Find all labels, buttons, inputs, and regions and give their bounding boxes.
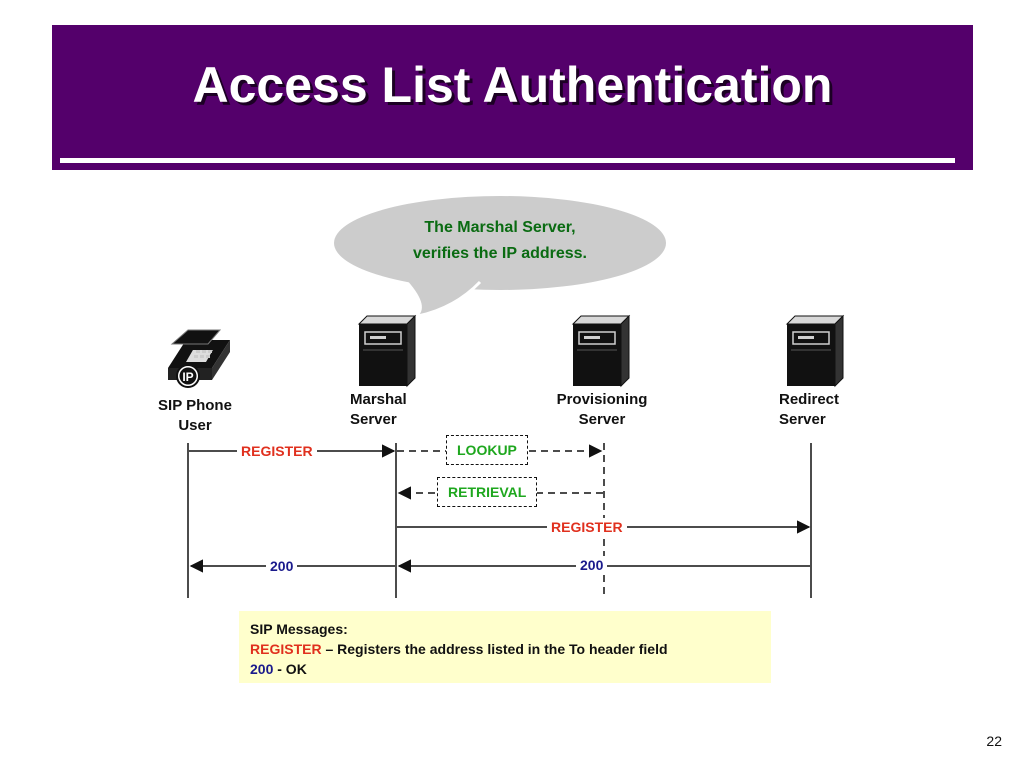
callout-line-1: The Marshal Server, <box>424 219 576 236</box>
redirect-server-label: Redirect Server <box>779 390 839 430</box>
redirect-label-line-2: Server <box>779 411 826 428</box>
legend-register-term: REGISTER <box>250 641 322 657</box>
page-number: 22 <box>986 733 1002 749</box>
legend-ok-desc: - OK <box>273 661 307 677</box>
msg-lookup: LOOKUP <box>446 435 528 465</box>
callout-text: The Marshal Server, verifies the IP addr… <box>350 215 650 267</box>
title-banner: Access List Authentication <box>52 25 973 170</box>
marshal-label-line-1: Marshal <box>350 391 407 408</box>
phone-label-line-1: SIP Phone <box>158 397 232 414</box>
msg-200-redirect: 200 <box>576 556 608 574</box>
phone-label: SIP Phone User <box>153 396 237 436</box>
provisioning-label-line-1: Provisioning <box>556 391 648 408</box>
callout-line-2: verifies the IP address. <box>412 245 587 262</box>
ip-badge-text: IP <box>182 370 193 384</box>
msg-register-1: REGISTER <box>237 442 317 460</box>
provisioning-server-icon <box>572 315 630 387</box>
sip-messages-legend: SIP Messages: REGISTER – Registers the a… <box>239 611 771 683</box>
redirect-server-icon <box>786 315 844 387</box>
redirect-label-line-1: Redirect <box>779 391 840 408</box>
legend-ok-term: 200 <box>250 661 274 677</box>
msg-retrieval: RETRIEVAL <box>437 477 538 507</box>
legend-register-row: REGISTER – Registers the address listed … <box>250 639 760 659</box>
provisioning-server-label: Provisioning Server <box>548 390 656 430</box>
msg-200-phone: 200 <box>266 557 298 575</box>
msg-register-2: REGISTER <box>547 518 627 536</box>
marshal-label-line-2: Server <box>350 411 397 428</box>
callout-bubble <box>334 196 666 318</box>
title-underline <box>60 158 955 163</box>
provisioning-label-line-2: Server <box>578 411 626 428</box>
slide-title: Access List Authentication <box>192 57 833 113</box>
phone-label-line-2: User <box>178 417 212 434</box>
legend-heading: SIP Messages: <box>250 621 348 637</box>
marshal-server-icon <box>358 315 416 387</box>
ip-phone-icon: IP <box>168 329 230 388</box>
legend-ok-row: 200 - OK <box>250 659 760 679</box>
marshal-server-label: Marshal Server <box>350 390 407 430</box>
legend-register-desc: – Registers the address listed in the To… <box>321 641 668 657</box>
